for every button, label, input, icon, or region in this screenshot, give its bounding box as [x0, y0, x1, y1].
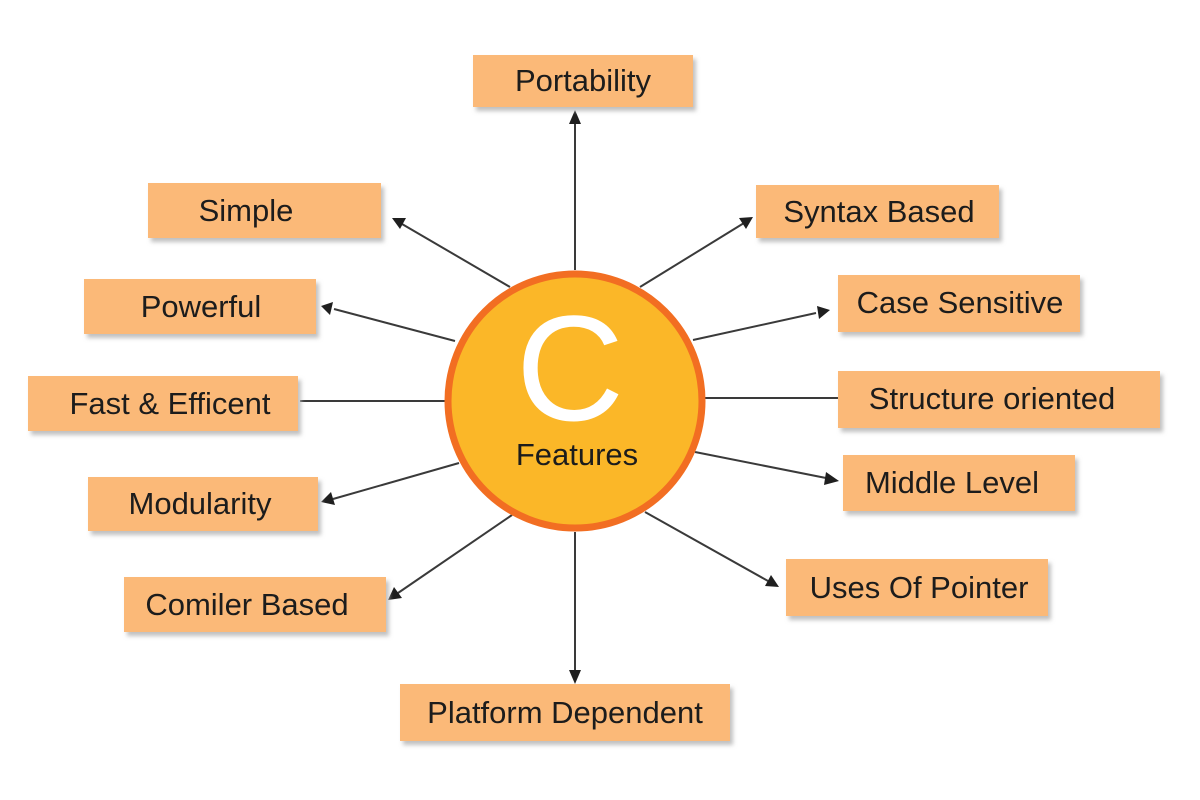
- feature-label: Middle Level: [865, 465, 1039, 500]
- feature-node-syntax-based: Syntax Based: [756, 185, 999, 238]
- feature-label: Portability: [515, 63, 652, 98]
- center-circle: [444, 270, 706, 532]
- feature-label: Structure oriented: [869, 381, 1115, 416]
- arrow-comiler-based: [388, 587, 402, 600]
- feature-node-fast-efficent: Fast & Efficent: [28, 376, 298, 431]
- feature-node-middle-level: Middle Level: [843, 455, 1075, 511]
- feature-label: Case Sensitive: [857, 285, 1064, 320]
- arrow-syntax-based: [739, 217, 753, 229]
- connector-syntax-based: [639, 222, 745, 288]
- feature-node-case-sensitive: Case Sensitive: [838, 275, 1080, 332]
- feature-boxes: Portability Simple Syntax Based Powerful…: [28, 55, 1160, 741]
- center-hub: C Features: [444, 270, 706, 532]
- feature-label: Simple: [199, 193, 294, 228]
- feature-node-comiler-based: Comiler Based: [124, 577, 386, 632]
- connector-simple: [401, 223, 511, 288]
- feature-node-structure-oriented: Structure oriented: [838, 371, 1160, 428]
- connector-middle-level: [694, 451, 827, 479]
- feature-label: Syntax Based: [783, 194, 974, 229]
- feature-node-modularity: Modularity: [88, 477, 318, 531]
- feature-label: Fast & Efficent: [69, 386, 270, 421]
- connector-uses-of-pointer: [644, 511, 769, 582]
- connector-comiler-based: [397, 514, 513, 594]
- feature-node-platform-dependent: Platform Dependent: [400, 684, 730, 741]
- feature-node-powerful: Powerful: [84, 279, 316, 334]
- feature-node-simple: Simple: [148, 183, 381, 238]
- arrow-case-sensitive: [817, 306, 830, 319]
- feature-label: Powerful: [141, 289, 262, 324]
- connector-powerful: [333, 308, 456, 342]
- arrow-simple: [392, 218, 406, 229]
- center-letter: C: [516, 284, 624, 452]
- arrow-middle-level: [824, 472, 839, 485]
- arrow-powerful: [321, 302, 333, 315]
- connector-case-sensitive: [692, 312, 817, 341]
- feature-node-uses-of-pointer: Uses Of Pointer: [786, 559, 1048, 616]
- feature-label: Platform Dependent: [427, 695, 703, 730]
- feature-label: Modularity: [129, 486, 272, 521]
- arrow-platform-dependent: [569, 670, 581, 684]
- feature-label: Uses Of Pointer: [810, 570, 1029, 605]
- arrow-modularity: [321, 492, 335, 505]
- arrow-uses-of-pointer: [765, 575, 779, 587]
- connectors: [300, 110, 839, 684]
- connector-modularity: [332, 462, 460, 500]
- feature-node-portability: Portability: [473, 55, 693, 107]
- feature-label: Comiler Based: [145, 587, 348, 622]
- center-label: Features: [516, 437, 638, 472]
- arrow-portability: [569, 110, 581, 124]
